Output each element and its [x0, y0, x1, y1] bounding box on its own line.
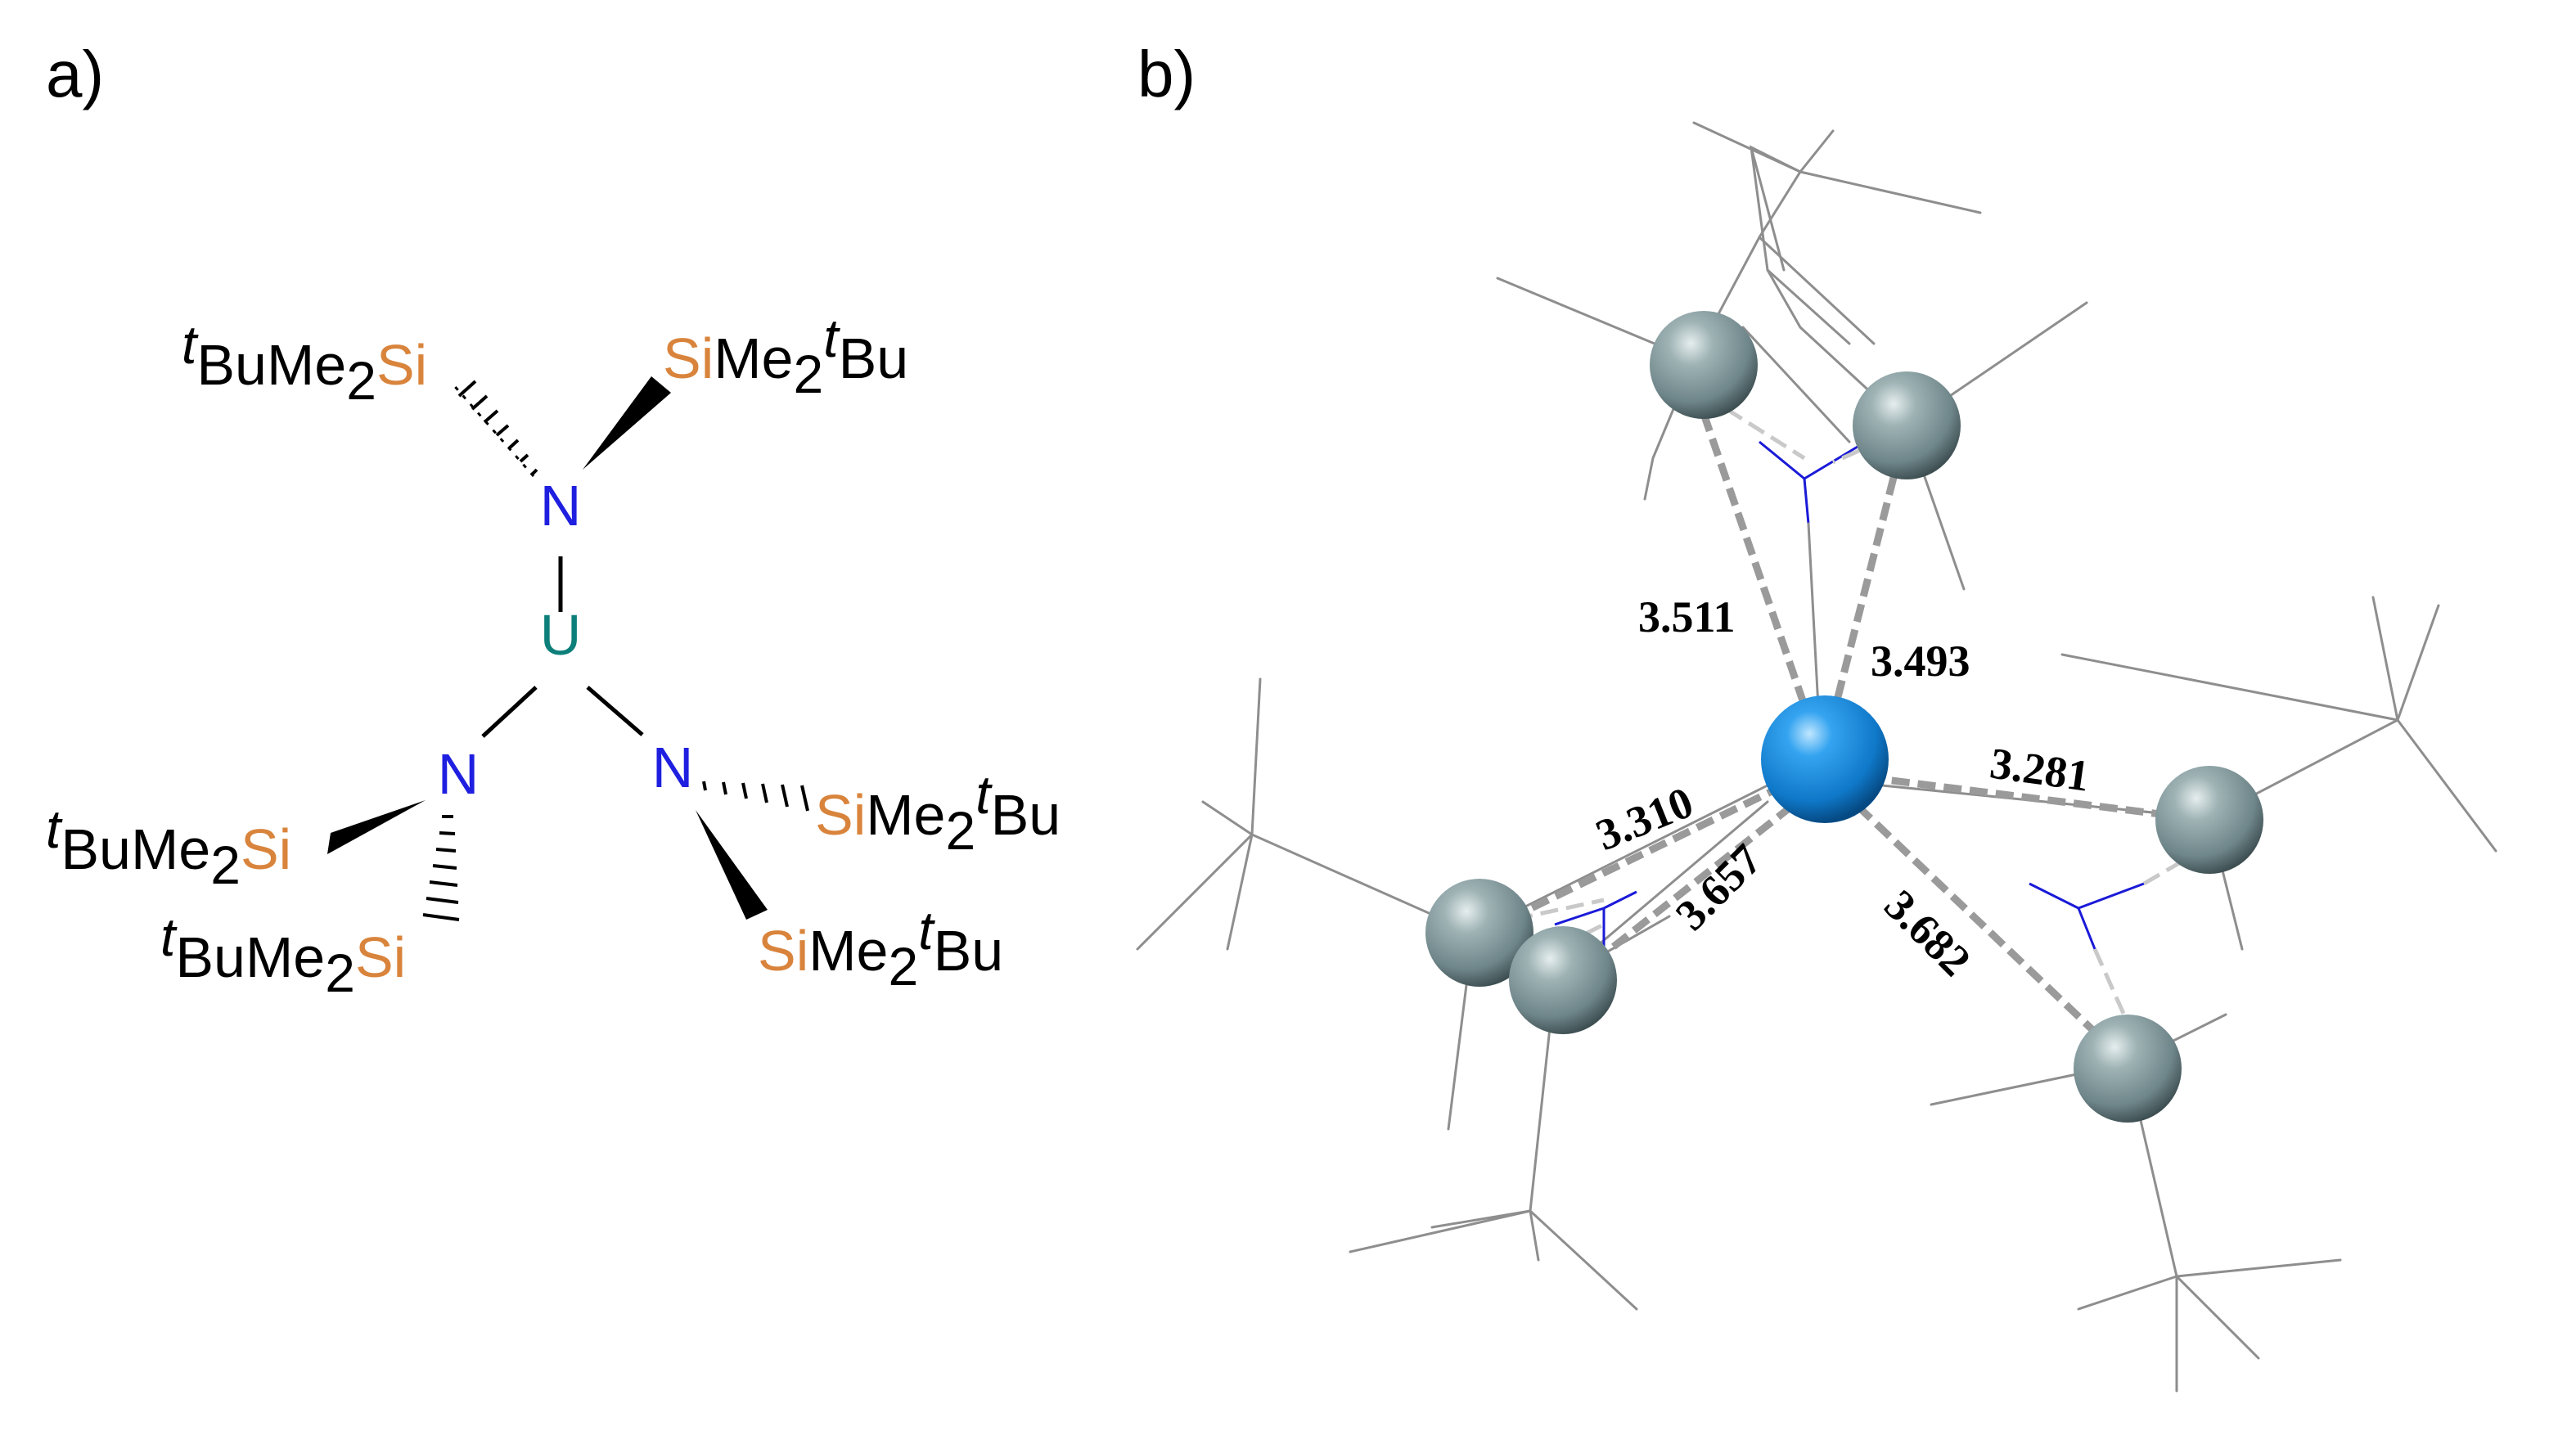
si-atom-top-right [1853, 371, 1961, 479]
atom-uranium: U [540, 603, 582, 667]
si-atom-right [2155, 766, 2263, 874]
u-atom [1761, 695, 1889, 823]
panel-a-label: a) [46, 38, 104, 110]
wedge-bond-right-down [696, 810, 768, 920]
silyl-lower-right: SiMe2tBu [758, 900, 1003, 997]
distance-label-5: 3.657 [1666, 835, 1771, 939]
distance-label-1: 3.511 [1638, 592, 1736, 641]
model-3d: 3.511 3.493 3.281 3.310 3.657 3.682 [1136, 121, 2497, 1393]
atom-n-top: N [540, 474, 582, 538]
distance-label-6: 3.682 [1876, 880, 1980, 985]
contact-u-si-right [1865, 773, 2194, 822]
panel-b-label: b) [1137, 38, 1196, 110]
atom-n-right: N [652, 736, 694, 799]
hash-bond-top-left [457, 380, 538, 476]
wireframe-left-group [1136, 677, 1769, 1311]
silyl-left: tBuMe2Si [46, 799, 291, 895]
silyl-right: SiMe2tBu [815, 764, 1061, 861]
si-atom-lower-right [2074, 1015, 2182, 1123]
hash-bond-left-down [422, 815, 460, 921]
contact-lines [1496, 407, 2194, 1059]
silyl-top-right: SiMe2tBu [663, 308, 908, 404]
hash-bond-right [702, 781, 809, 812]
contact-u-si-top-right [1821, 457, 1903, 750]
si-atom-lower-left [1509, 926, 1617, 1034]
contact-u-si-left [1496, 781, 1786, 929]
contact-u-si-top-left [1698, 407, 1825, 754]
contact-u-si-lower-right [1854, 803, 2123, 1059]
structure-2d: U N N N tBuMe2Si SiMe2tBu tBuMe2Si tBuMe… [46, 308, 1061, 1003]
si-atom-top-left [1650, 311, 1758, 419]
si-atom-left [1425, 879, 1533, 987]
wedge-bond-left [327, 800, 426, 854]
distance-label-2: 3.493 [1871, 637, 1970, 686]
contact-u-si-lower-left [1577, 803, 1795, 977]
bond-u-n-left [481, 686, 538, 738]
bond-u-n-right [586, 686, 644, 736]
silyl-lower-left: tBuMe2Si [160, 907, 406, 1003]
silyl-top-left: tBuMe2Si [182, 314, 427, 411]
atom-n-left: N [438, 742, 480, 806]
wedge-bond-top-right [583, 376, 671, 470]
wireframe-right-group [1880, 596, 2497, 1393]
wireframe-top-group [1496, 121, 2088, 754]
